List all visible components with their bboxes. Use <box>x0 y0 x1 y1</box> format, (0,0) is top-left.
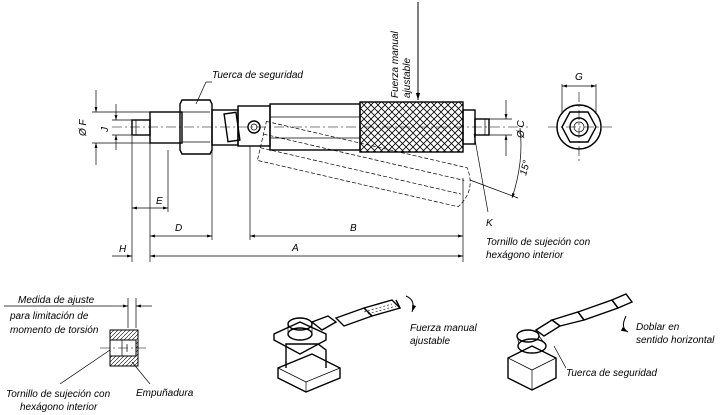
bend-label-line2: sentido horizontal <box>636 335 715 346</box>
grip-label: Empuñadura <box>136 388 194 399</box>
tilted-handle <box>256 120 471 208</box>
clamp-collar-right <box>517 338 547 354</box>
clamp-head <box>237 105 271 147</box>
nut-label-top: Tuerca de seguridad <box>212 70 303 81</box>
dim-f: Ø F <box>78 90 150 165</box>
nut-leader-bottom <box>553 345 567 369</box>
k-leader <box>473 133 489 213</box>
curved-arrow-force <box>405 295 417 313</box>
dim-angle-label: 15° <box>518 159 533 176</box>
handle-end <box>395 299 401 309</box>
security-nut <box>179 99 213 155</box>
nut-leader <box>195 81 207 105</box>
bend-label-line1: Doblar en <box>636 322 680 333</box>
illustration-force: Fuerza manual ajustable <box>273 295 477 393</box>
curved-arrow-bend <box>620 315 629 333</box>
clamp-top <box>273 321 327 355</box>
dim-j-label: J <box>100 126 111 133</box>
dim-d-label: D <box>175 223 182 234</box>
screw-label-right-line2: hexágono interior <box>486 250 564 261</box>
dim-g-label: G <box>575 72 583 83</box>
hex-nut-end <box>561 111 597 143</box>
lever-joint <box>223 111 241 143</box>
dim-e-label: E <box>156 196 163 207</box>
dim-c: Ø C <box>489 100 527 156</box>
measure-label-line3: momento de torsión <box>10 325 99 336</box>
threaded-stud-right <box>474 118 490 136</box>
screw-label-left-line1: Tornillo de sujeción con <box>6 389 111 400</box>
dim-angle: 15° <box>469 127 533 199</box>
force-label-line2: ajustable <box>402 58 413 98</box>
dim-h-label: H <box>119 244 127 255</box>
grip-circle-end <box>556 104 602 150</box>
dim-b-label: B <box>350 223 357 234</box>
illustration-bend: Doblar en sentido horizontal Tuerca de s… <box>507 293 715 391</box>
measure-label-line1: Medida de ajuste <box>18 295 95 306</box>
dim-chain: E D B H A <box>112 136 464 262</box>
clamp-screw <box>247 120 261 134</box>
dim-a-label: A <box>291 243 299 254</box>
nut-label-bottom: Tuerca de seguridad <box>566 368 657 379</box>
force-label-line1: Fuerza manual <box>390 31 401 98</box>
shaft <box>149 111 183 144</box>
end-view: G <box>548 72 612 162</box>
detail-section: Medida de ajuste para limitación de mome… <box>4 295 194 413</box>
screw-label-left-line2: hexágono interior <box>20 402 98 413</box>
dim-c-label: Ø C <box>516 119 527 139</box>
k-label: K <box>486 218 494 229</box>
dim-j: J <box>100 104 132 150</box>
body <box>211 109 239 146</box>
main-side-view <box>112 99 528 208</box>
force-label-mid-line1: Fuerza manual <box>410 323 477 334</box>
threaded-stud-left <box>131 119 151 136</box>
dim-f-label: Ø F <box>78 118 89 137</box>
force-label-mid-line2: ajustable <box>410 336 450 347</box>
measure-label-line2: para limitación de <box>9 311 89 322</box>
knurled-grip <box>359 101 464 153</box>
screw-label-right-line1: Tornillo de sujeción con <box>486 237 591 248</box>
